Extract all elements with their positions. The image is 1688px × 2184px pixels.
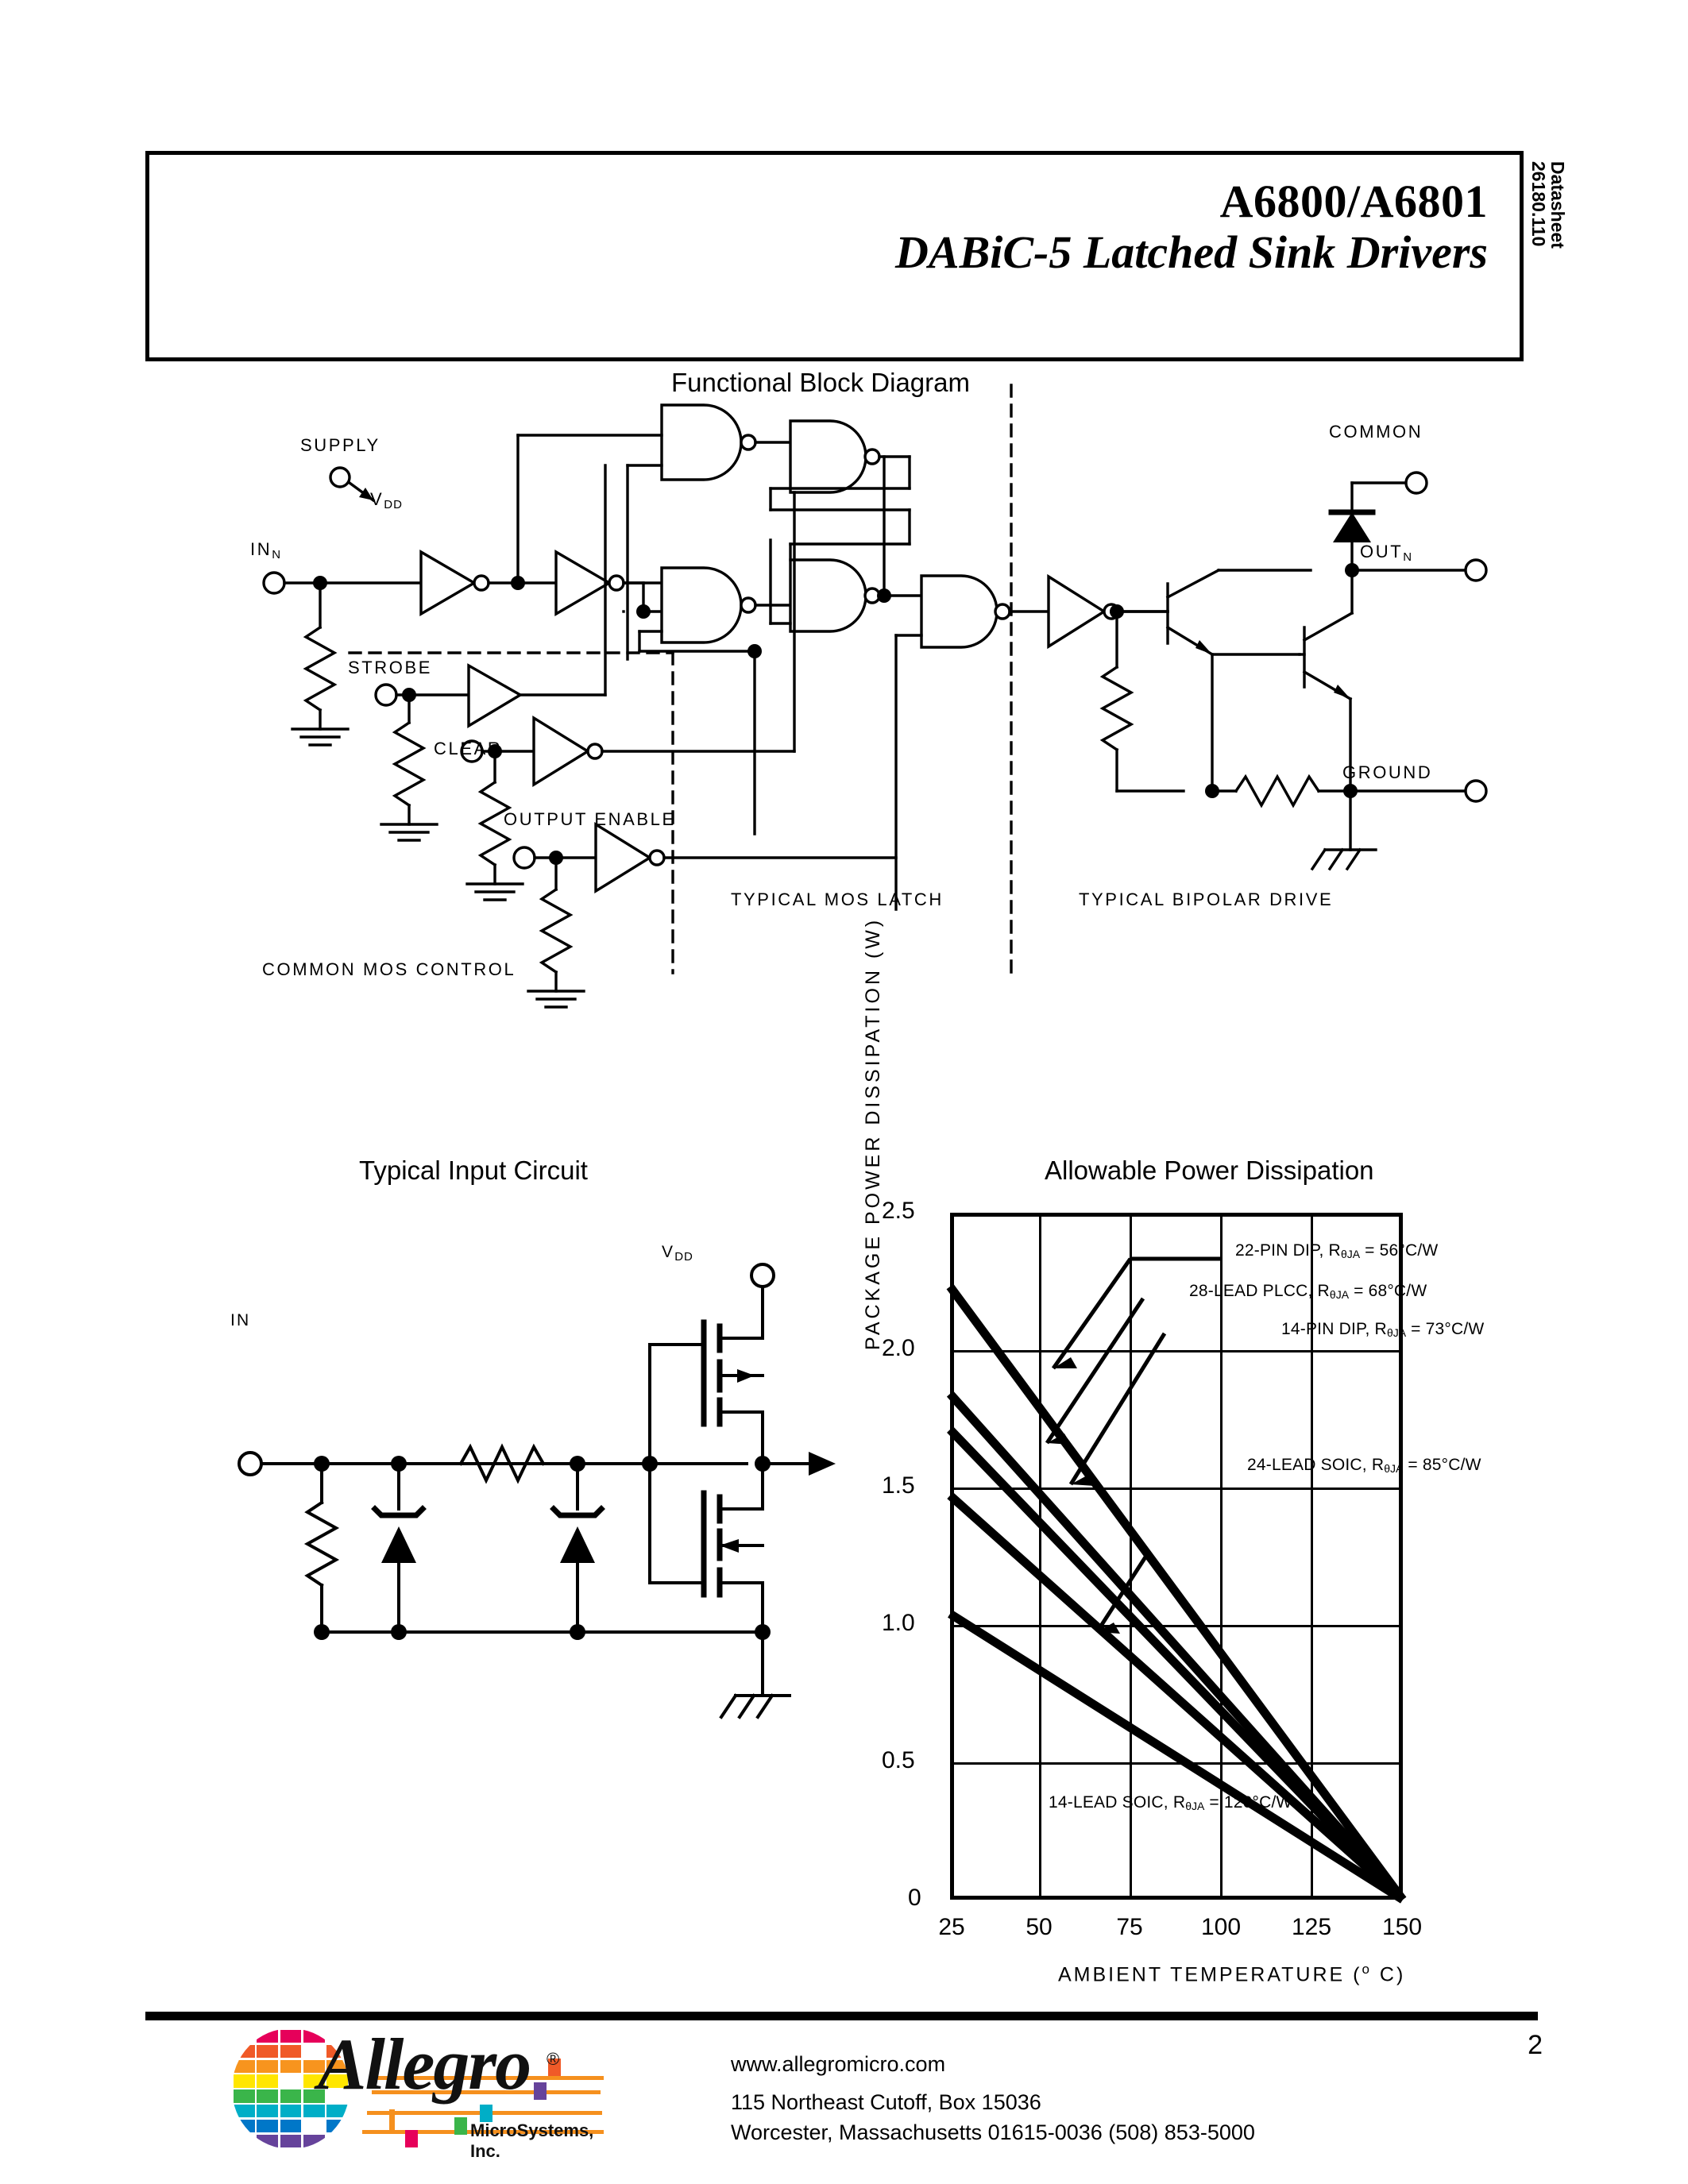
gridline-v-100 (1220, 1213, 1223, 1900)
label-out: OUTN (1360, 542, 1413, 564)
label-output-enable: OUTPUT ENABLE (504, 809, 676, 829)
logo-subtitle: MicroSystems, Inc. (470, 2120, 594, 2161)
input-label-in: IN (230, 1311, 251, 1329)
header-box: A6800/A6801 DABiC-5 Latched Sink Drivers (145, 151, 1524, 361)
footer-website[interactable]: www.allegromicro.com (731, 2052, 946, 2076)
gridline-v-75 (1130, 1213, 1132, 1900)
chart-plot-frame (950, 1213, 1403, 1900)
series-line-14lead-soic (948, 1610, 1405, 1904)
side-label-datasheet: Datasheet (1547, 161, 1568, 249)
logo-wordmark: Allegro (318, 2024, 531, 2105)
xtick-100: 100 (1200, 1914, 1242, 1940)
label-supply: SUPPLY (300, 435, 380, 455)
chart-title: Allowable Power Dissipation (1045, 1156, 1374, 1185)
label-strobe: STROBE (348, 658, 433, 677)
gridline-h-1.0 (950, 1625, 1403, 1627)
xtick-150: 150 (1381, 1914, 1423, 1940)
chart-series-svg (946, 1256, 1407, 1904)
datasheet-side-label: Datasheet 26180.110 (1528, 155, 1581, 361)
legend-24lead-soic: 24-LEAD SOIC, RθJA = 85°C/W (1247, 1456, 1481, 1475)
label-ground: GROUND (1342, 762, 1433, 782)
functional-block-diagram-svg (262, 384, 1488, 1009)
footer-divider (145, 2012, 1538, 2020)
series-line-22pin-dip (946, 1283, 1407, 1903)
gridline-h-0.5 (950, 1762, 1403, 1765)
chart-y-axis-label: PACKAGE POWER DISSIPATION (W) (862, 916, 884, 1350)
page-number: 2 (1528, 2030, 1543, 2060)
label-typical-mos-latch: TYPICAL MOS LATCH (731, 889, 944, 909)
series-line-24lead-soic (947, 1491, 1406, 1904)
label-common-mos-control: COMMON MOS CONTROL (262, 959, 516, 979)
gridline-v-125 (1311, 1213, 1313, 1900)
input-circuit-title: Typical Input Circuit (359, 1156, 588, 1185)
footer-address-line2: Worcester, Massachusetts 01615-0036 (508… (731, 2120, 1255, 2144)
series-line-14pin-dip (947, 1426, 1406, 1903)
legend-22pin-dip: 22-PIN DIP, RθJA = 56°C/W (1235, 1241, 1439, 1260)
part-number-title: A6800/A6801 (1219, 176, 1488, 227)
label-common: COMMON (1329, 422, 1423, 442)
xtick-75: 75 (1116, 1914, 1143, 1940)
logo-color-grid (232, 2028, 350, 2149)
label-in: INN (250, 539, 282, 561)
gridline-h-2.0 (950, 1350, 1403, 1352)
legend-14pin-dip: 14-PIN DIP, RθJA = 73°C/W (1281, 1320, 1485, 1339)
logo-rainbow-oval (232, 2028, 350, 2149)
input-label-vdd: VDD (662, 1243, 693, 1264)
block-diagram-title: Functional Block Diagram (671, 368, 970, 397)
xtick-125: 125 (1291, 1914, 1332, 1940)
chart-x-axis-label: AMBIENT TEMPERATURE (o C) (1058, 1962, 1406, 1986)
footer-address-line1: 115 Northeast Cutoff, Box 15036 (731, 2090, 1041, 2114)
label-clear: CLEAR (434, 739, 503, 758)
legend-28lead-plcc: 28-LEAD PLCC, RθJA = 68°C/W (1189, 1282, 1427, 1301)
typical-input-circuit-svg (238, 1263, 836, 1719)
side-label-docnum: 26180.110 (1528, 161, 1549, 247)
product-subtitle: DABiC-5 Latched Sink Drivers (895, 226, 1488, 278)
logo-registered-mark: ® (547, 2049, 560, 2069)
header-title-group: A6800/A6801 DABiC-5 Latched Sink Drivers (895, 176, 1488, 279)
label-vdd: VDD (370, 489, 403, 511)
xtick-50: 50 (1026, 1914, 1053, 1940)
xtick-25: 25 (938, 1914, 965, 1940)
gridline-v-50 (1039, 1213, 1041, 1900)
allegro-logo: Allegro ® MicroSystems, Inc. (232, 2024, 613, 2161)
power-dissipation-chart (946, 1213, 1407, 1904)
legend-14lead-soic: 14-LEAD SOIC, RθJA = 120°C/W (1049, 1793, 1292, 1812)
gridline-h-1.5 (950, 1488, 1403, 1490)
label-typical-bipolar-drive: TYPICAL BIPOLAR DRIVE (1079, 889, 1334, 909)
